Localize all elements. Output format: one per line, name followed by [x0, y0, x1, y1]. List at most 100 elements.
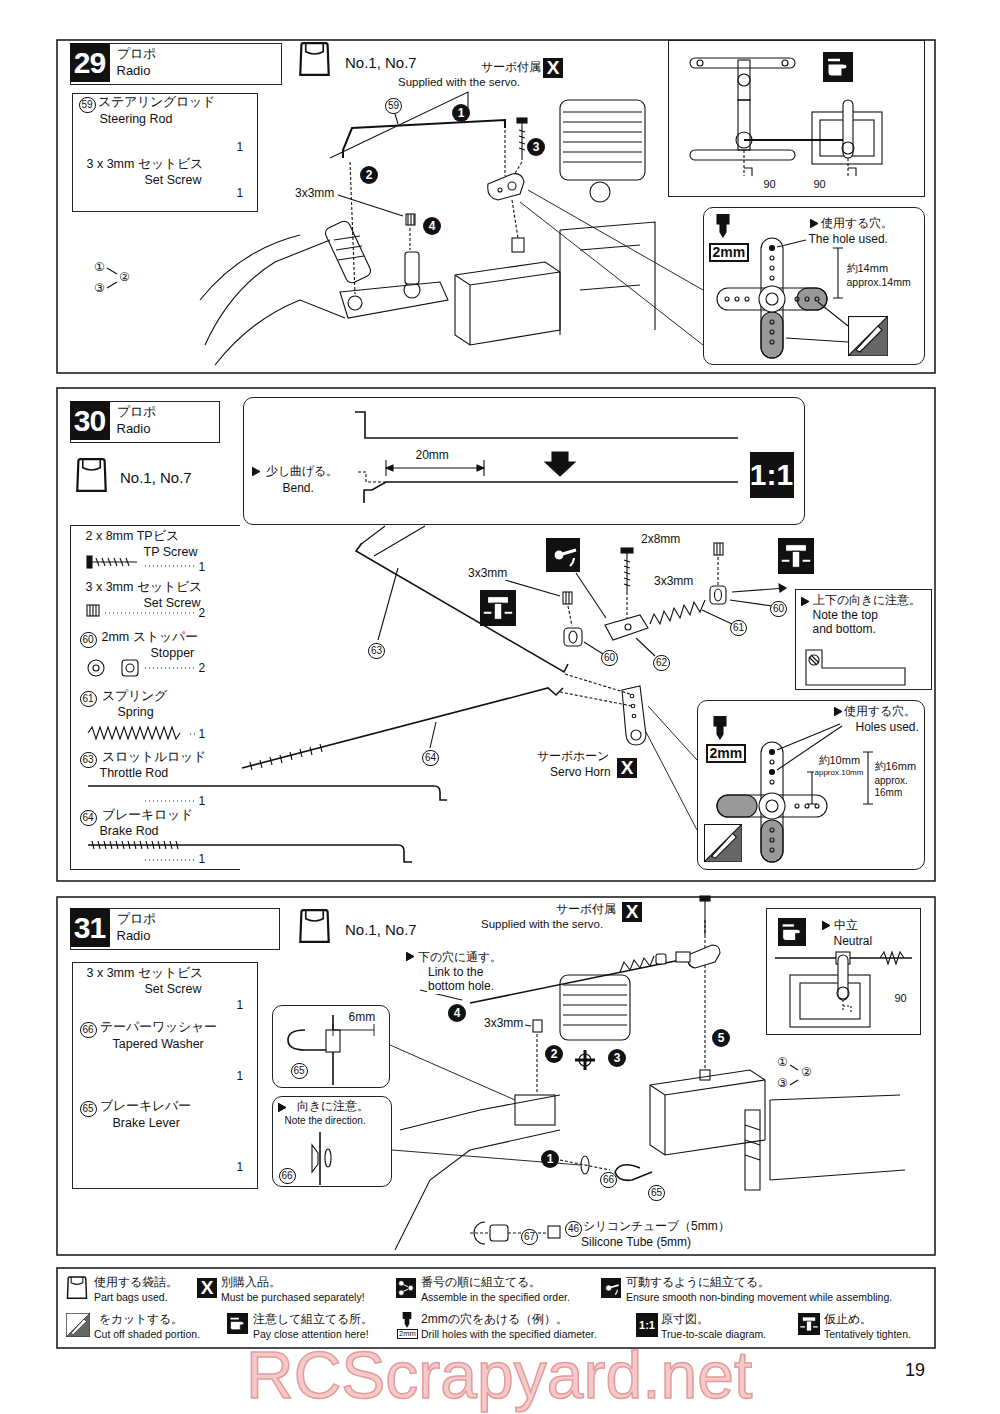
step-31-illustration: [406, 952, 414, 961]
step-31-illustration: [650, 1070, 765, 1155]
legend-text: Ensure smooth non-binding movement while…: [625, 1291, 893, 1304]
callout-number: 4: [423, 217, 441, 235]
label-text: 2: [198, 661, 207, 675]
step-31-illustration: [676, 952, 690, 962]
step-30-note-detail: [809, 655, 819, 665]
part-number: 59: [79, 97, 96, 113]
legend-text: Part bags used.: [93, 1291, 169, 1304]
step-31-illustration: [700, 1070, 710, 1080]
part-number: 66: [279, 1168, 296, 1184]
step-31-illustration: [704, 901, 705, 935]
step-30-illustration: [560, 674, 632, 706]
note-text: Note the top and bottom.: [812, 608, 896, 637]
label-text: 1: [236, 998, 245, 1012]
step-30-illustration: [717, 557, 718, 585]
step-29-note: [843, 100, 853, 158]
step-30-illustration: [378, 568, 436, 748]
step-30-illustration: [564, 628, 582, 646]
part-box: 6mm 65: [272, 1005, 390, 1088]
legend-icons: [403, 1312, 411, 1327]
label-text: Set Screw: [143, 596, 202, 611]
label-text: No.1, No.7: [119, 469, 193, 487]
step-30-hole-detail: [834, 707, 842, 716]
step-30-hole-detail: [815, 804, 819, 808]
step-29-illustration: [512, 238, 524, 252]
separate-purchase-mark: X: [622, 902, 642, 922]
label-text: 約14mm: [846, 262, 890, 275]
step-30-illustration: [714, 543, 723, 555]
scale-mark: 1:1: [750, 452, 794, 498]
step-31-details: [319, 1132, 321, 1185]
step-31-details: [790, 975, 870, 1027]
label-text: 下の穴に通す。: [417, 950, 503, 964]
label-text: 2 x 8mm TPビス: [85, 529, 180, 544]
step-30-illustration: [630, 694, 634, 698]
part-number: 64: [422, 750, 439, 766]
legend-text: True-to-scale diagram.: [660, 1328, 767, 1341]
label-text: ②: [118, 270, 131, 284]
label-text: 1: [236, 140, 245, 154]
label-text: Radio: [116, 421, 152, 437]
step-29-illustration: [343, 120, 505, 158]
part-box: 29プロポRadio: [70, 43, 282, 85]
step-30-hole-detail: [714, 716, 726, 739]
part-box: 向きに注意。Note the direction.66: [272, 1096, 392, 1187]
step-30-illustration: [717, 543, 720, 555]
label-text: 1: [198, 852, 207, 866]
step-31-illustration: [390, 1045, 580, 1165]
step-29-illustration: [580, 245, 640, 290]
step-29-hole-detail: [795, 297, 799, 301]
step-30-illustration: [621, 548, 633, 553]
step-30-illustration: [622, 686, 646, 745]
step-30-illustration: [631, 704, 635, 708]
step-30-illustration: [87, 605, 99, 616]
step-30-note-detail: [806, 650, 905, 685]
label-text: 向きに注意。: [296, 1099, 370, 1113]
label-text: Radio: [116, 63, 152, 79]
step-29-hole-detail: [833, 248, 843, 298]
part-number: 65: [291, 1063, 308, 1079]
step-31-illustration: [575, 1050, 595, 1070]
part-number: 61: [80, 691, 97, 707]
step-30-illustration: [576, 573, 606, 618]
step-31-illustration: [536, 1034, 537, 1094]
step-30-illustration: [386, 460, 484, 476]
separate-purchase-mark: X: [543, 58, 563, 78]
label-text: 3 x 3mm セットビス: [85, 580, 203, 595]
step-30-illustration: [605, 615, 648, 640]
step-31-details: [278, 918, 912, 1185]
step-29-illustration: [405, 252, 419, 284]
callout-number: 4: [448, 1004, 466, 1022]
label-text: TP Screw: [143, 545, 199, 560]
legend-text: Pay close attention here!: [252, 1328, 370, 1341]
label-text: ②: [800, 1065, 813, 1079]
step-30-illustration: [88, 660, 104, 676]
step-number: 31: [70, 908, 110, 947]
step-29-illustration: [517, 118, 527, 123]
step-31-illustration: [745, 1110, 760, 1190]
label-text: Supplied with the servo.: [480, 918, 604, 932]
part-number: 65: [648, 1185, 665, 1201]
step-29-illustration: [560, 222, 655, 335]
label-text: スロットルロッド: [101, 750, 207, 765]
step-30-hole-detail: [766, 800, 778, 812]
step-31-illustration: [300, 910, 328, 942]
callout-number: 3: [608, 1049, 626, 1067]
step-29-note: [738, 60, 750, 100]
step-30-illustration: [732, 588, 786, 592]
step-31-illustration: [515, 1095, 555, 1125]
legend-text: 番号の順に組立てる。: [420, 1275, 542, 1289]
step-29-illustration: [519, 123, 525, 160]
step-31-illustration: [470, 958, 690, 1003]
step-31-illustration: [620, 956, 654, 972]
step-29-hole-detail: [770, 266, 774, 270]
label-text: 6mm: [348, 1010, 377, 1024]
part-number: 64: [80, 810, 97, 826]
label-text: Tapered Washer: [112, 1037, 205, 1052]
label-text: Set Screw: [144, 173, 203, 188]
step-30-illustration: [546, 538, 580, 572]
label-text: No.1, No.7: [344, 921, 418, 939]
step-29-hole-detail: [759, 286, 785, 312]
step-30-illustration: [624, 553, 630, 595]
step-29-hole-detail: [770, 340, 774, 344]
